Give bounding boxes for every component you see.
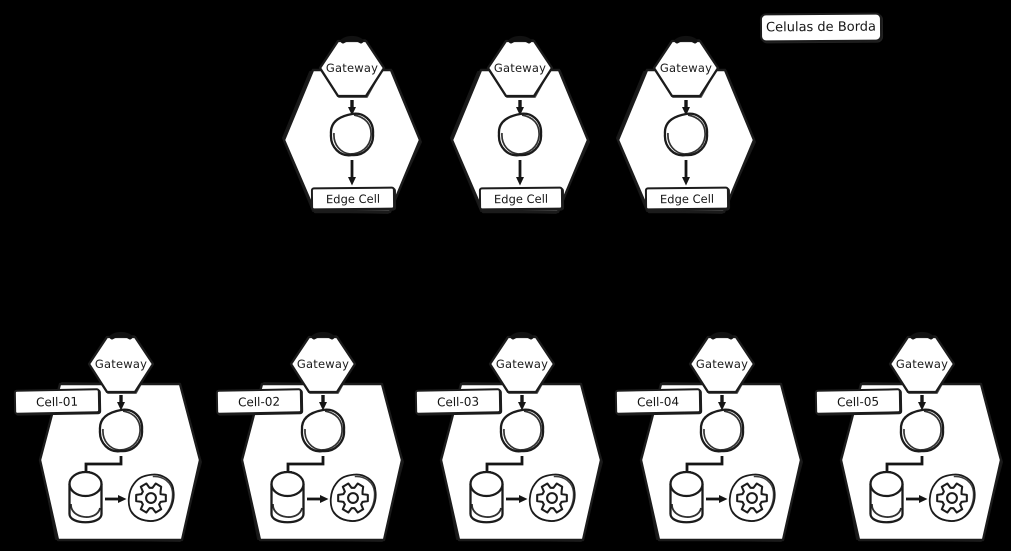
arrow-service-to-database (483, 456, 524, 480)
diagram-title: Celulas de Borda (759, 12, 883, 43)
arrow-service-to-database (683, 456, 724, 480)
database-cylinder-icon (469, 470, 504, 524)
database-cylinder-icon (68, 470, 103, 524)
edge-cell-label: Edge Cell (310, 186, 396, 211)
service-circle-icon (499, 408, 545, 453)
arrow-service-to-database (82, 456, 123, 480)
database-cylinder-icon (669, 470, 704, 524)
edge-cell-group: Gateway Edge Cell (615, 36, 757, 215)
gateway-label: Gateway (695, 357, 749, 371)
service-circle-icon (329, 112, 375, 157)
gateway-label: Gateway (493, 61, 547, 75)
gateway-label: Gateway (94, 357, 148, 371)
cell-group: Gateway Cell-04 (614, 332, 804, 546)
service-circle-icon (699, 408, 745, 453)
gear-icon (928, 473, 976, 523)
gateway-label: Gateway (659, 61, 713, 75)
service-circle-icon (663, 112, 709, 157)
service-circle-icon (98, 408, 144, 453)
cell-name-label: Cell-05 (814, 388, 902, 415)
service-circle-icon (497, 112, 543, 157)
gateway-label: Gateway (296, 357, 350, 371)
cell-group: Gateway Cell-02 (215, 332, 405, 546)
edge-cell-group: Gateway Edge Cell (449, 36, 591, 215)
database-cylinder-icon (869, 470, 904, 524)
edge-cell-group: Gateway Edge Cell (281, 36, 423, 215)
gateway-label: Gateway (895, 357, 949, 371)
service-circle-icon (899, 408, 945, 453)
gear-icon (329, 473, 377, 523)
gateway-label: Gateway (325, 61, 379, 75)
gear-icon (728, 473, 776, 523)
gear-icon (528, 473, 576, 523)
arrow-service-to-database (883, 456, 924, 480)
cell-group: Gateway Cell-05 (814, 332, 1004, 546)
service-circle-icon (300, 408, 346, 453)
cell-name-label: Cell-03 (414, 388, 502, 415)
edge-cell-label: Edge Cell (644, 186, 730, 211)
cell-name-label: Cell-04 (614, 388, 702, 415)
gear-icon (127, 473, 175, 523)
cell-name-label: Cell-01 (13, 388, 101, 415)
cell-group: Gateway Cell-03 (414, 332, 604, 546)
gateway-label: Gateway (495, 357, 549, 371)
cell-name-label: Cell-02 (215, 388, 303, 415)
edge-cell-label: Edge Cell (478, 186, 564, 211)
database-cylinder-icon (270, 470, 305, 524)
cell-group: Gateway Cell-01 (13, 332, 203, 546)
arrow-service-to-database (284, 456, 325, 480)
